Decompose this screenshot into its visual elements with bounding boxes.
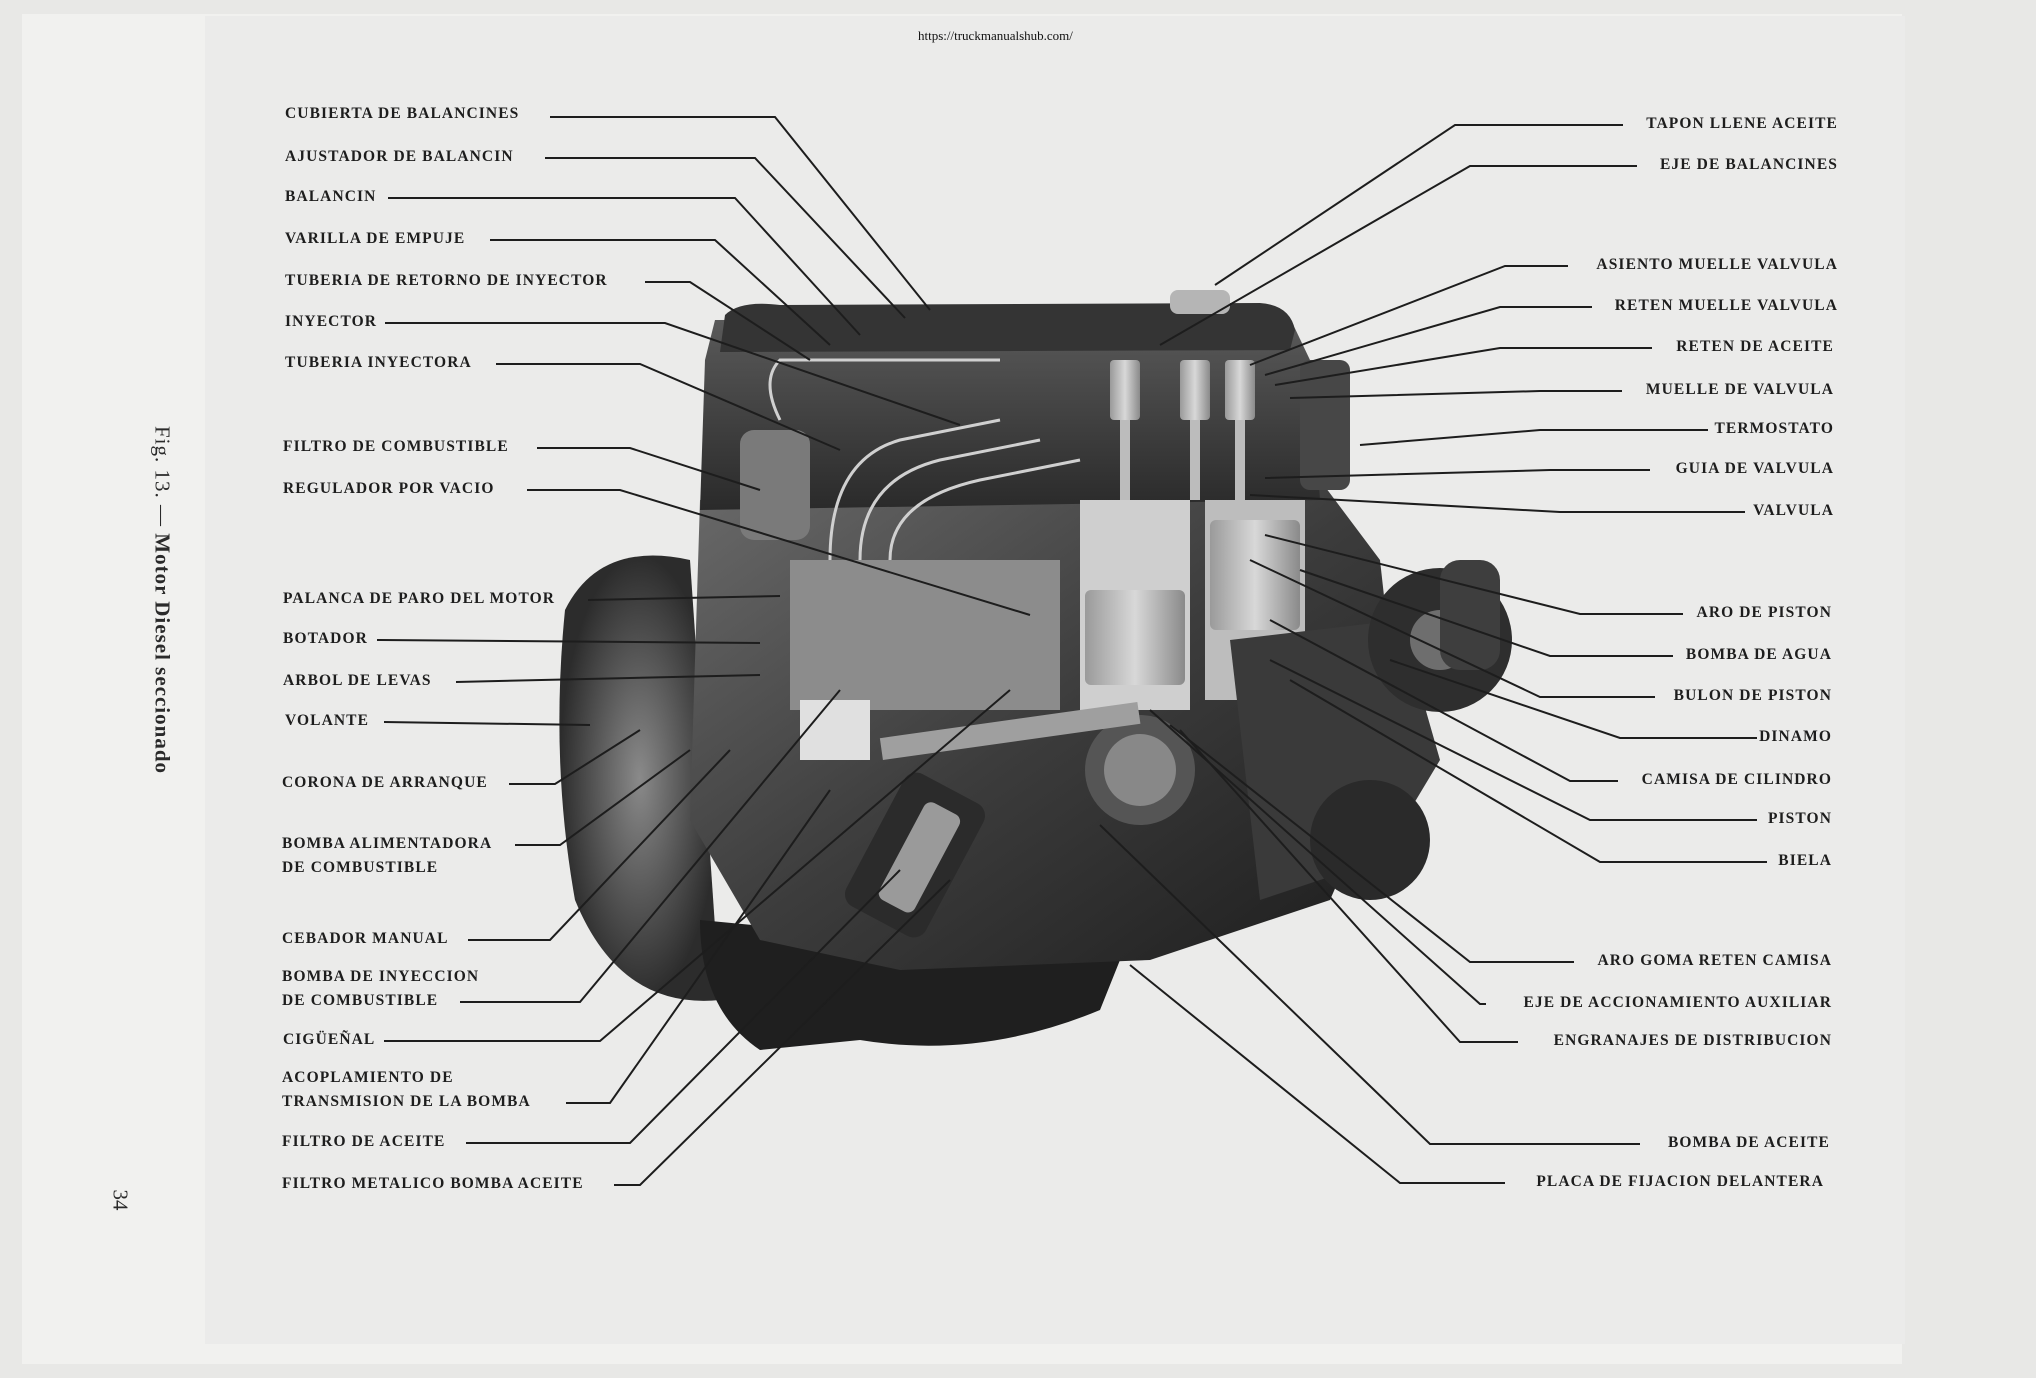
label-bulon-de-piston: BULON DE PISTON bbox=[1673, 687, 1832, 704]
flywheel-housing bbox=[559, 555, 720, 1001]
injector-pipes bbox=[768, 358, 1081, 561]
label-placa-de-fijacion-delantera: PLACA DE FIJACION DELANTERA bbox=[1536, 1173, 1824, 1190]
label-tuberia-de-retorno-de-inyector: TUBERIA DE RETORNO DE INYECTOR bbox=[285, 272, 608, 289]
injection-pump bbox=[790, 560, 1060, 710]
label-camisa-de-cilindro: CAMISA DE CILINDRO bbox=[1641, 771, 1832, 788]
label-dinamo: DINAMO bbox=[1759, 728, 1832, 745]
label-botador: BOTADOR bbox=[283, 630, 368, 647]
label-inyector: INYECTOR bbox=[285, 313, 378, 330]
label-tapon-llene-aceite: TAPON LLENE ACEITE bbox=[1646, 115, 1838, 132]
label-tuberia-inyectora: TUBERIA INYECTORA bbox=[285, 354, 472, 371]
valve-assemblies bbox=[1110, 360, 1255, 500]
label-varilla-de-empuje: VARILLA DE EMPUJE bbox=[285, 230, 466, 247]
label-ajustador-de-balancin: AJUSTADOR DE BALANCIN bbox=[285, 148, 514, 165]
label-bomba-alimentadora-1: BOMBA ALIMENTADORA bbox=[282, 835, 493, 852]
engine-body bbox=[559, 290, 1512, 1050]
label-reten-muelle-valvula: RETEN MUELLE VALVULA bbox=[1614, 297, 1838, 314]
label-bomba-de-inyeccion-1: BOMBA DE INYECCION bbox=[282, 968, 480, 985]
label-eje-de-balancines: EJE DE BALANCINES bbox=[1659, 156, 1838, 173]
label-aro-goma-reten-camisa: ARO GOMA RETEN CAMISA bbox=[1597, 952, 1832, 969]
label-arbol-de-levas: ARBOL DE LEVAS bbox=[283, 672, 432, 689]
label-filtro-metalico-bomba-aceite: FILTRO METALICO BOMBA ACEITE bbox=[282, 1175, 584, 1192]
label-cigueñal: CIGÜEÑAL bbox=[283, 1031, 376, 1048]
thermostat-housing bbox=[1300, 360, 1350, 490]
figure-caption: Fig. 13. — Motor Diesel seccionado bbox=[150, 426, 175, 774]
fuel-filter-bowl bbox=[740, 430, 810, 540]
label-acoplamiento-1: ACOPLAMIENTO DE bbox=[282, 1069, 454, 1086]
label-piston: PISTON bbox=[1767, 810, 1832, 827]
label-reten-de-aceite: RETEN DE ACEITE bbox=[1676, 338, 1834, 355]
label-biela: BIELA bbox=[1778, 852, 1832, 869]
label-balancin: BALANCIN bbox=[285, 188, 377, 205]
label-acoplamiento-2: TRANSMISION DE LA BOMBA bbox=[282, 1093, 531, 1110]
label-muelle-de-valvula: MUELLE DE VALVULA bbox=[1645, 381, 1834, 398]
crank-pulley bbox=[1310, 780, 1430, 900]
label-regulador-por-vacio: REGULADOR POR VACIO bbox=[283, 480, 495, 497]
label-corona-de-arranque: CORONA DE ARRANQUE bbox=[282, 774, 488, 791]
label-eje-de-accionamiento-auxiliar: EJE DE ACCIONAMIENTO AUXILIAR bbox=[1523, 994, 1832, 1011]
label-asiento-muelle-valvula: ASIENTO MUELLE VALVULA bbox=[1596, 256, 1838, 273]
figure-number: Fig. 13. — bbox=[150, 426, 175, 528]
piston-right bbox=[1210, 520, 1300, 630]
page-number: 34 bbox=[108, 1189, 133, 1211]
dynamo bbox=[1440, 560, 1500, 670]
label-aro-de-piston: ARO DE PISTON bbox=[1696, 604, 1832, 621]
cylinder-head bbox=[700, 318, 1320, 510]
figure-title: Motor Diesel seccionado bbox=[150, 533, 175, 774]
label-filtro-de-combustible: FILTRO DE COMBUSTIBLE bbox=[283, 438, 509, 455]
label-bomba-de-aceite: BOMBA DE ACEITE bbox=[1667, 1134, 1830, 1151]
label-engranajes-de-distribucion: ENGRANAJES DE DISTRIBUCION bbox=[1553, 1032, 1832, 1049]
label-termostato: TERMOSTATO bbox=[1714, 420, 1834, 437]
label-bomba-de-inyeccion-2: DE COMBUSTIBLE bbox=[282, 992, 439, 1009]
source-url: https://truckmanualshub.com/ bbox=[918, 28, 1073, 43]
label-palanca-de-paro-del-motor: PALANCA DE PARO DEL MOTOR bbox=[283, 590, 556, 607]
label-volante: VOLANTE bbox=[285, 712, 370, 729]
label-bomba-alimentadora-2: DE COMBUSTIBLE bbox=[282, 859, 439, 876]
label-cebador-manual: CEBADOR MANUAL bbox=[282, 930, 449, 947]
piston-left bbox=[1085, 590, 1185, 685]
label-filtro-de-aceite: FILTRO DE ACEITE bbox=[282, 1133, 446, 1150]
label-bomba-de-agua: BOMBA DE AGUA bbox=[1685, 646, 1832, 663]
leader-lines bbox=[376, 116, 1767, 1186]
rocker-cover bbox=[720, 303, 1295, 352]
label-cubierta-de-balancines: CUBIERTA DE BALANCINES bbox=[285, 105, 520, 122]
label-guia-de-valvula: GUIA DE VALVULA bbox=[1675, 460, 1834, 477]
oil-filler-cap bbox=[1170, 290, 1230, 314]
label-valvula: VALVULA bbox=[1753, 502, 1834, 519]
